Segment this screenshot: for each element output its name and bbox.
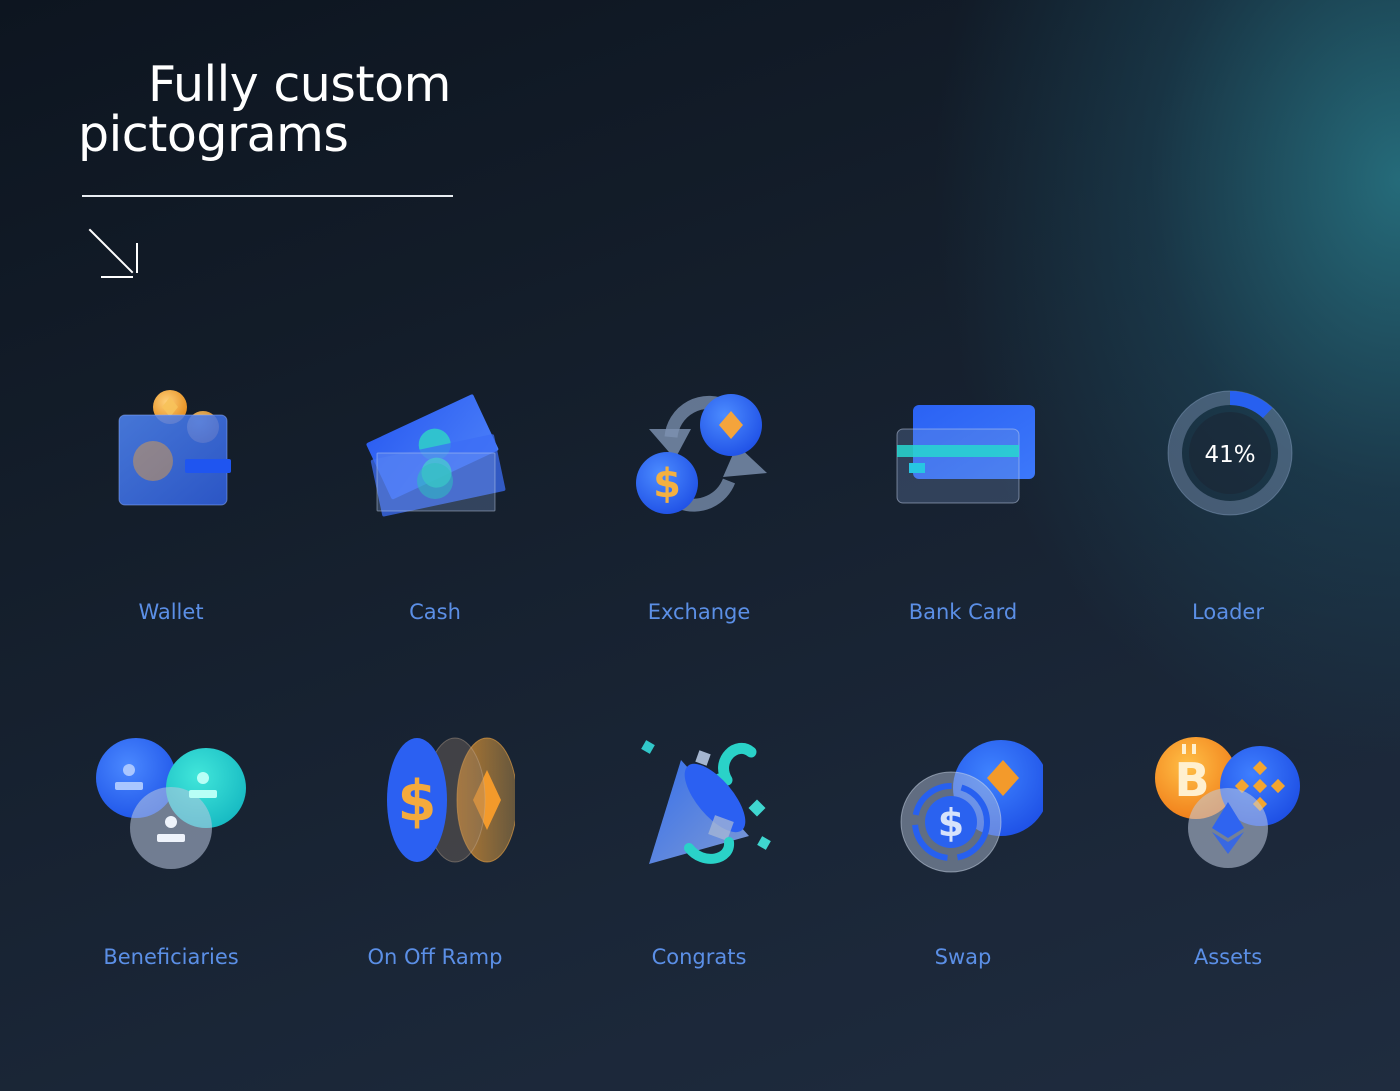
bank-card-icon	[896, 405, 1035, 504]
congrats-card: Congrats	[599, 730, 799, 990]
cash-icon	[366, 394, 506, 517]
icon-label: Congrats	[651, 945, 747, 969]
assets-icon: B	[1155, 737, 1300, 868]
icon-label: Cash	[409, 600, 461, 624]
beneficiaries-card: Beneficiaries	[71, 730, 271, 990]
loader-percent-text: 41%	[1204, 442, 1255, 468]
icon-label: On Off Ramp	[367, 945, 503, 969]
page-title: Fully custom pictograms	[78, 60, 451, 160]
beneficiaries-icon	[96, 738, 246, 869]
arrow-down-right-icon	[88, 228, 138, 278]
svg-text:$: $	[398, 769, 437, 834]
assets-card: B Assets	[1128, 730, 1328, 990]
icon-label: Swap	[934, 945, 992, 969]
title-line-1: Fully custom	[148, 56, 451, 113]
swap-card: $ Swap	[863, 730, 1063, 990]
icon-label: Wallet	[138, 600, 204, 624]
bank-card-card: Bank Card	[863, 385, 1063, 645]
icon-label: Exchange	[647, 600, 751, 624]
title-divider	[82, 195, 453, 197]
svg-text:$: $	[653, 461, 681, 507]
icon-label: Assets	[1193, 945, 1263, 969]
congrats-icon	[641, 740, 771, 864]
icon-label: Loader	[1192, 600, 1264, 624]
icon-label: Beneficiaries	[103, 945, 239, 969]
svg-text:$: $	[938, 801, 964, 845]
title-line-2: pictograms	[78, 106, 349, 163]
cash-card: Cash	[335, 385, 535, 645]
wallet-icon	[118, 390, 231, 506]
loader-icon: 41%	[1167, 390, 1293, 516]
on-off-ramp-icon: $	[387, 737, 515, 863]
icon-label: Bank Card	[908, 600, 1018, 624]
loader-card: 41% Loader	[1128, 385, 1328, 645]
swap-icon: $	[900, 740, 1043, 873]
exchange-card: $ Exchange	[599, 385, 799, 645]
on-off-ramp-card: $ On Off Ramp	[335, 730, 535, 990]
exchange-icon: $	[636, 394, 767, 514]
wallet-card: Wallet	[71, 385, 271, 645]
